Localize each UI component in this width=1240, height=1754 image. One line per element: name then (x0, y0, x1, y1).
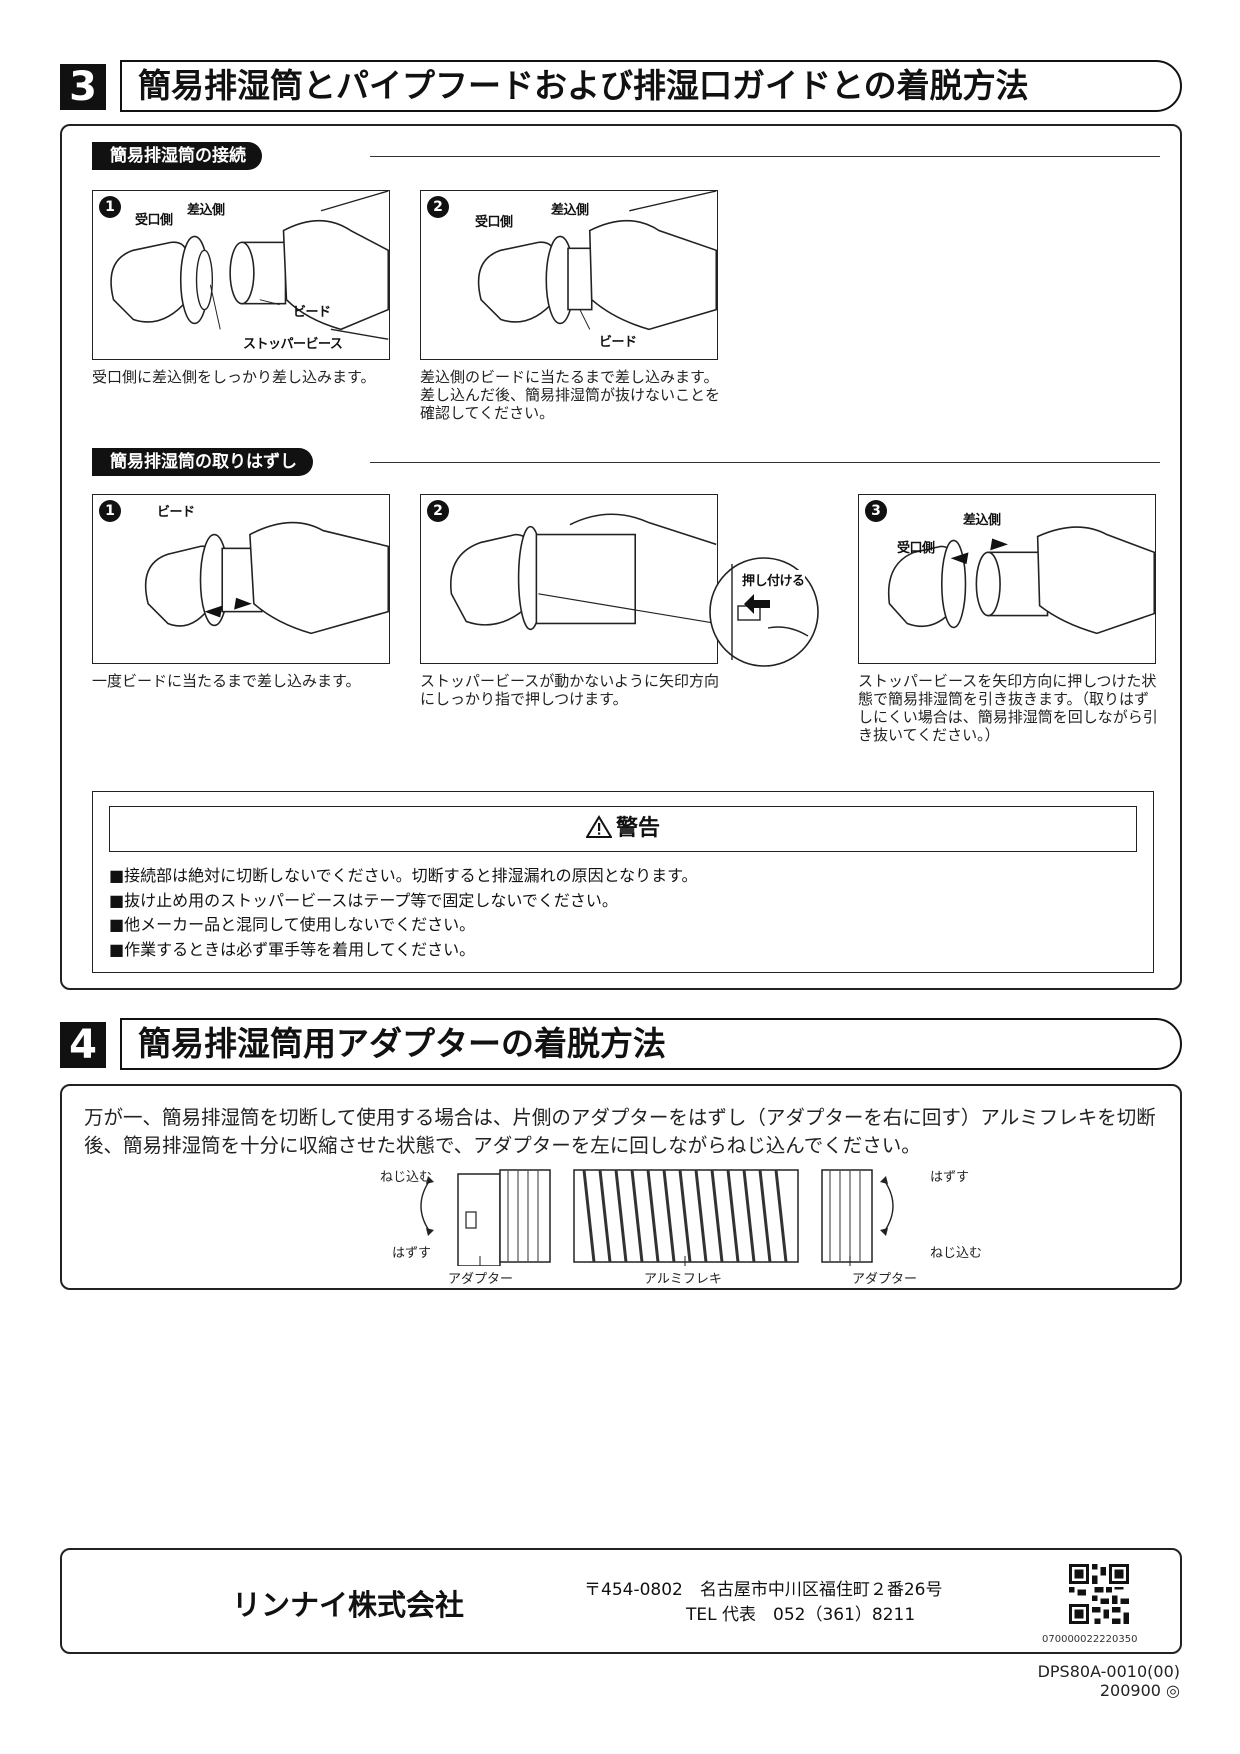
section4-title: 簡易排湿筒用アダプターの着脱方法 (120, 1018, 1182, 1070)
warning-list: ■接続部は絶対に切断しないでください。切断すると排湿漏れの原因となります。 ■抜… (109, 864, 698, 962)
label-bead: ビード (599, 335, 637, 350)
label-remove: はずす (392, 1246, 432, 1261)
warning-item: ■他メーカー品と混同して使用しないでください。 (109, 915, 476, 934)
connect-step1-caption: 受口側に差込側をしっかり差し込みます。 (92, 368, 376, 386)
date-code: 200900 ◎ (1099, 1681, 1180, 1700)
label-receive-side: 受口側 (897, 541, 935, 556)
step-number: 2 (427, 500, 449, 522)
remove-step2-illustration: 2 (420, 494, 718, 664)
pipe-inserted-illustration (477, 191, 717, 331)
warning-item: ■抜け止め用のストッパービースはテープ等で固定しないでください。 (109, 890, 618, 910)
divider (370, 462, 1160, 463)
label-stopper-piece: ストッパービース (243, 337, 343, 352)
warning-title-text: 警告 (615, 816, 660, 841)
label-bead: ビード (293, 305, 331, 320)
label-adapter: アダプター (448, 1272, 514, 1287)
label-adapter: アダプター (852, 1272, 918, 1287)
label-insert-side: 差込側 (551, 203, 589, 218)
warning-box: 警告 ■接続部は絶対に切断しないでください。切断すると排湿漏れの原因となります。… (92, 791, 1154, 973)
remove-step1-caption: 一度ビードに当たるまで差し込みます。 (92, 672, 361, 690)
warning-item: ■接続部は絶対に切断しないでください。切断すると排湿漏れの原因となります。 (109, 866, 698, 885)
remove-step2-caption: ストッパービースが動かないように矢印方向にしっかり指で押しつけます。 (420, 672, 719, 708)
remove-heading: 簡易排湿筒の取りはずし (92, 448, 313, 476)
connect-step1-illustration: 1 受口側 差込側 ビード ストッパービース (92, 190, 390, 360)
company-name: リンナイ株式会社 (232, 1588, 465, 1622)
section4-number: 4 (60, 1022, 106, 1068)
remove-step3-caption: ストッパービースを矢印方向に押しつけた状態で簡易排湿筒を引き抜きます。（取りはず… (858, 672, 1158, 744)
label-remove: はずす (930, 1170, 970, 1185)
label-insert-side: 差込側 (187, 203, 225, 218)
push-to-bead-illustration (144, 521, 389, 635)
warning-title: 警告 (109, 806, 1137, 852)
label-receive-side: 受口側 (475, 215, 513, 230)
qr-number: 070000022220350 (1042, 1634, 1138, 1645)
section3-title: 簡易排湿筒とパイプフードおよび排湿口ガイドとの着脱方法 (120, 60, 1182, 112)
warning-item: ■作業するときは必ず軍手等を着用してください。 (109, 939, 476, 959)
label-screw-in: ねじ込む (380, 1170, 433, 1185)
step-number: 2 (427, 196, 449, 218)
step-number: 3 (865, 500, 887, 522)
section4-instructions: 万が一、簡易排湿筒を切断して使用する場合は、片側のアダプターをはずし（アダプター… (84, 1106, 1156, 1157)
press-stopper-illustration (450, 513, 717, 631)
section3-panel: 簡易排湿筒の接続 1 受口側 差込側 ビード ストッパービース 受口側に差込側を… (60, 124, 1182, 990)
label-insert-side: 差込側 (963, 513, 1001, 528)
divider (370, 156, 1160, 157)
remove-step1-illustration: 1 ビード (92, 494, 390, 664)
label-aluminum-flex: アルミフレキ (644, 1272, 722, 1287)
qr-code-icon (1069, 1564, 1129, 1624)
footer: リンナイ株式会社 〒454-0802 名古屋市中川区福住町２番26号 TEL 代… (60, 1548, 1182, 1654)
connect-step2-caption: 差込側のビードに当たるまで差し込みます。差し込んだ後、簡易排湿筒が抜けないことを… (420, 368, 721, 422)
pull-out-illustration (887, 526, 1155, 635)
section4-header: 4 簡易排湿筒用アダプターの着脱方法 (60, 1018, 1182, 1070)
doc-code: DPS80A-0010(00) (1037, 1662, 1180, 1681)
section4-panel: 万が一、簡易排湿筒を切断して使用する場合は、片側のアダプターをはずし（アダプター… (60, 1084, 1182, 1290)
company-address: 〒454-0802 名古屋市中川区福住町２番26号 TEL 代表 052（361… (584, 1578, 942, 1628)
connect-step2-illustration: 2 受口側 差込側 ビード (420, 190, 718, 360)
phone-line: TEL 代表 052（361）8211 (686, 1605, 916, 1625)
remove-step3-illustration: 3 受口側 差込側 (858, 494, 1156, 664)
section3-header: 3 簡易排湿筒とパイプフードおよび排湿口ガイドとの着脱方法 (60, 60, 1182, 112)
address-line: 〒454-0802 名古屋市中川区福住町２番26号 (584, 1580, 943, 1600)
label-press: 押し付ける (742, 570, 805, 589)
connect-heading: 簡易排湿筒の接続 (92, 142, 262, 170)
step-number: 1 (99, 500, 121, 522)
label-receive-side: 受口側 (135, 213, 173, 228)
label-bead: ビード (157, 505, 195, 520)
section3-number: 3 (60, 64, 106, 110)
adapter-flex-diagram (420, 1169, 894, 1266)
pipe-insertion-illustration (110, 191, 389, 340)
label-screw-in: ねじ込む (930, 1246, 983, 1261)
warning-triangle-icon (585, 815, 613, 838)
document-number: DPS80A-0010(00) 200900 ◎ (1038, 1662, 1180, 1700)
step-number: 1 (99, 196, 121, 218)
